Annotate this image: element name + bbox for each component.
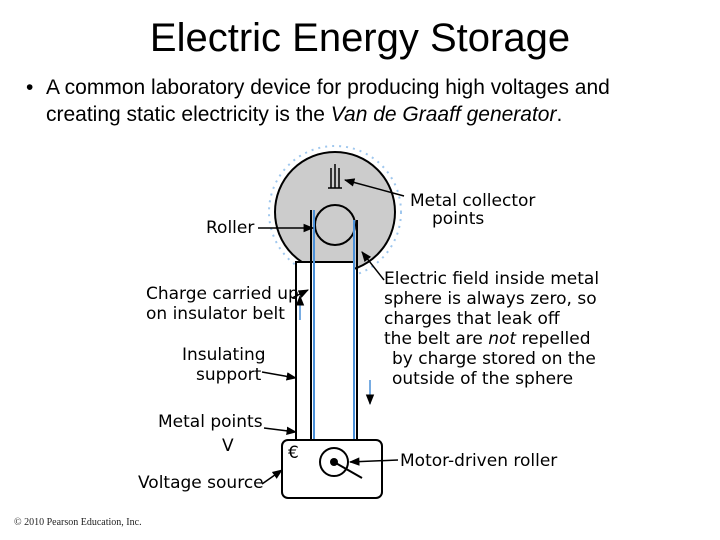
leader-collector [343,178,405,197]
leader-charge [291,289,309,299]
label-motor-roller: Motor-driven roller [400,451,557,471]
label-insulating-2: support [196,365,262,385]
label-roller: Roller [206,218,254,238]
bullet-text-end: . [556,103,563,126]
voltage-source-symbol: € [288,443,299,463]
label-v: V [222,436,234,456]
leader-insulating [261,371,298,381]
label-field-3: charges that leak off [384,309,561,329]
insulating-support [295,261,355,441]
bullet-text-italic: Van de Graaff generator [330,103,557,126]
label-field-4a: the belt are [384,329,488,349]
copyright-notice: © 2010 Pearson Education, Inc. [14,517,142,528]
charge-arrows [295,294,375,406]
motor-driven-roller [319,447,349,477]
motor-housing [281,439,383,499]
bullet-text-main: A common laboratory device for producing… [46,76,610,126]
label-field-2: sphere is always zero, so [384,289,597,309]
label-field-5: by charge stored on the [392,349,596,369]
label-voltage-source: Voltage source [138,473,264,493]
label-field-4-not: not [488,329,517,349]
label-field-4: the belt are not repelled [384,329,591,349]
insulator-belt [310,210,358,460]
metal-collector-points [328,164,342,189]
leader-field [361,251,385,281]
slide-title: Electric Energy Storage [149,16,571,60]
sphere-glow [268,145,402,279]
label-metal-collector-2: points [432,209,484,229]
bullet-marker: • [26,76,34,99]
leader-metal-points [263,426,298,435]
label-field-4b: repelled [516,329,590,349]
label-charge-2: on insulator belt [146,304,285,324]
label-charge: Charge carried up [146,284,299,304]
leader-voltage-source [261,469,283,485]
label-field-1: Electric field inside metal [384,269,599,289]
motor-crank [333,461,363,479]
label-insulating: Insulating [182,345,266,365]
bullet-text: A common laboratory device for producing… [46,74,686,128]
label-metal-points: Metal points [158,412,263,432]
leader-motor [348,457,399,466]
label-field-6: outside of the sphere [392,369,573,389]
label-metal-collector: Metal collector [410,191,535,211]
